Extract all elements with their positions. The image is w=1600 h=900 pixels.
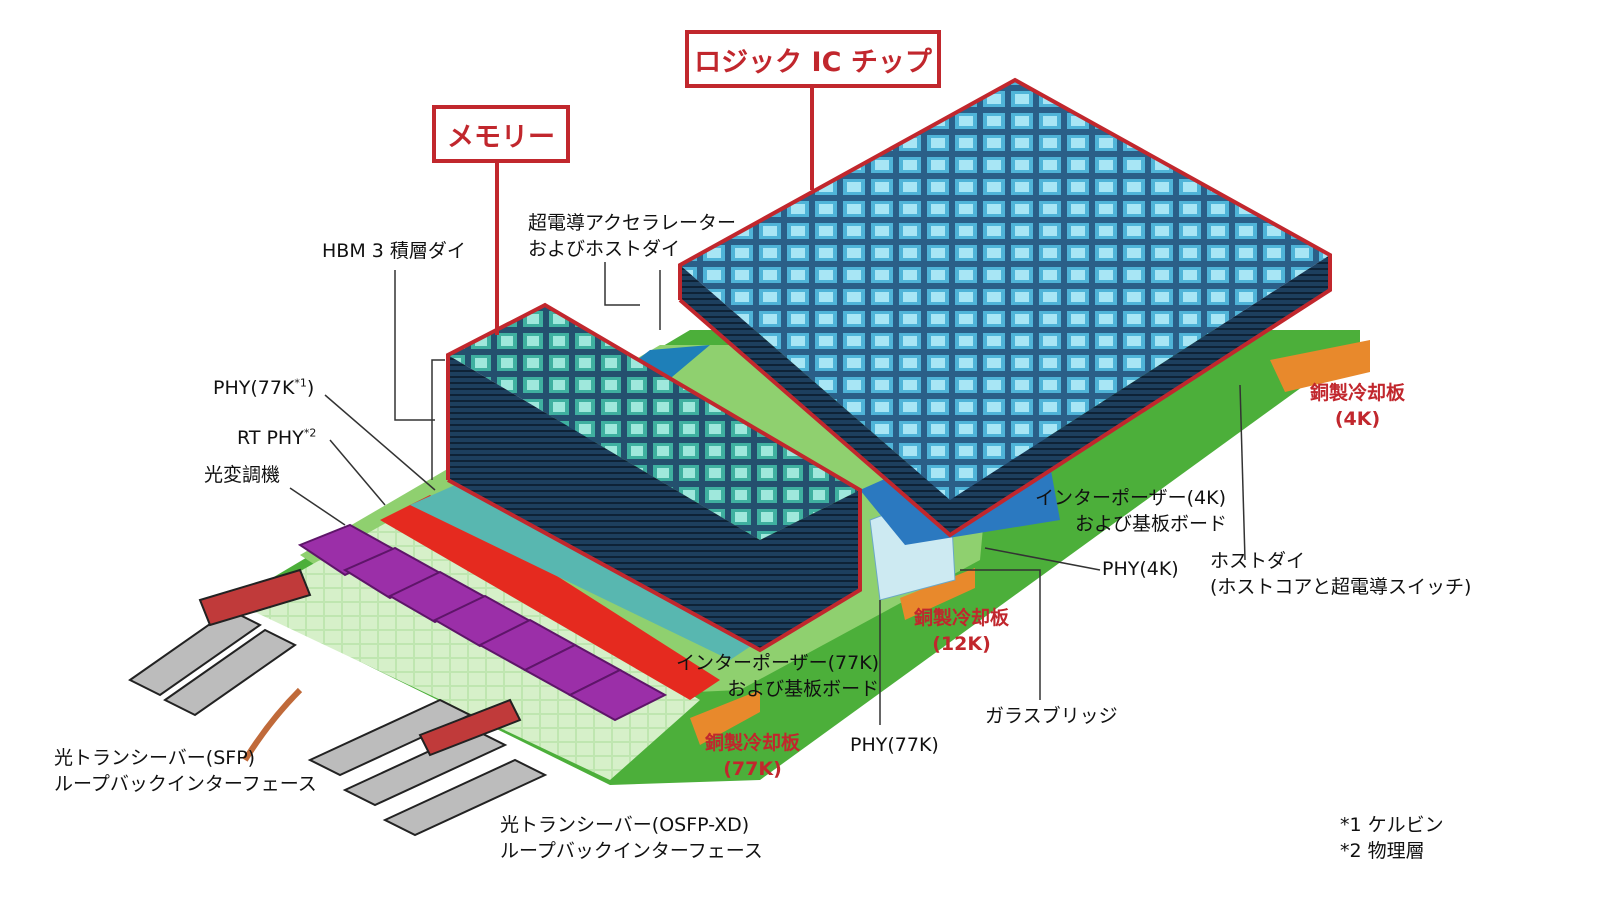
logic-title-box: ロジック IC チップ xyxy=(685,30,941,88)
fiber-cable xyxy=(242,687,303,762)
memory-side-right xyxy=(760,490,860,650)
label-interposer-4k: インターポーザー(4K) および基板ボード xyxy=(1035,487,1228,535)
label-cooling-4k: 銅製冷却板 (4K) xyxy=(1310,382,1406,430)
teal-strip xyxy=(410,485,760,660)
footnote-1: *1 ケルビン xyxy=(1340,814,1444,836)
label-osfp: 光トランシーバー(OSFP-XD) ループバックインターフェース xyxy=(500,814,763,862)
copper-plate-12k xyxy=(900,568,975,620)
label-rt-phy: RT PHY*2 xyxy=(237,426,317,449)
label-accelerator: 超電導アクセラレーター およびホストダイ xyxy=(528,212,737,260)
leader-lines xyxy=(289,262,1246,725)
memory-title: メモリー xyxy=(447,121,555,153)
memory-side-left xyxy=(448,355,760,650)
memory-top xyxy=(448,305,860,540)
footnote-2: *2 物理層 xyxy=(1340,840,1425,862)
label-modulator: 光変調機 xyxy=(204,464,281,486)
label-glass-bridge: ガラスブリッジ xyxy=(985,705,1118,727)
label-phy-4k: PHY(4K) xyxy=(1102,558,1179,580)
label-host-die: ホストダイ (ホストコアと超電導スイッチ) xyxy=(1210,550,1472,598)
rt-phy-strip xyxy=(380,495,720,700)
footnotes: *1 ケルビン *2 物理層 xyxy=(1340,812,1444,864)
label-phy-77k-bottom: PHY(77K) xyxy=(850,734,939,756)
label-interposer-77k: インターポーザー(77K) および基板ボード xyxy=(676,652,880,700)
sfp-transceivers xyxy=(128,568,312,717)
logic-chip-top xyxy=(680,80,1330,500)
logic-title: ロジック IC チップ xyxy=(694,46,932,78)
logic-chip-outline xyxy=(678,77,1332,538)
logic-chip-side-right xyxy=(950,255,1330,535)
logic-chip-side-left xyxy=(680,265,950,535)
memory-title-box: メモリー xyxy=(432,105,570,163)
optical-modulators xyxy=(297,523,668,722)
osfp-transceivers xyxy=(307,698,548,837)
optical-area xyxy=(240,515,700,780)
memory-outline xyxy=(446,302,862,653)
copper-plate-77k xyxy=(690,690,760,745)
label-hbm: HBM 3 積層ダイ xyxy=(322,240,466,262)
copper-plate-4k xyxy=(1270,340,1370,392)
label-cooling-12k: 銅製冷却板 (12K) xyxy=(914,607,1010,655)
label-phy-77k: PHY(77K*1) xyxy=(213,376,315,399)
label-sfp: 光トランシーバー(SFP) ループバックインターフェース xyxy=(54,747,317,795)
label-cooling-77k: 銅製冷却板 (77K) xyxy=(705,732,801,780)
